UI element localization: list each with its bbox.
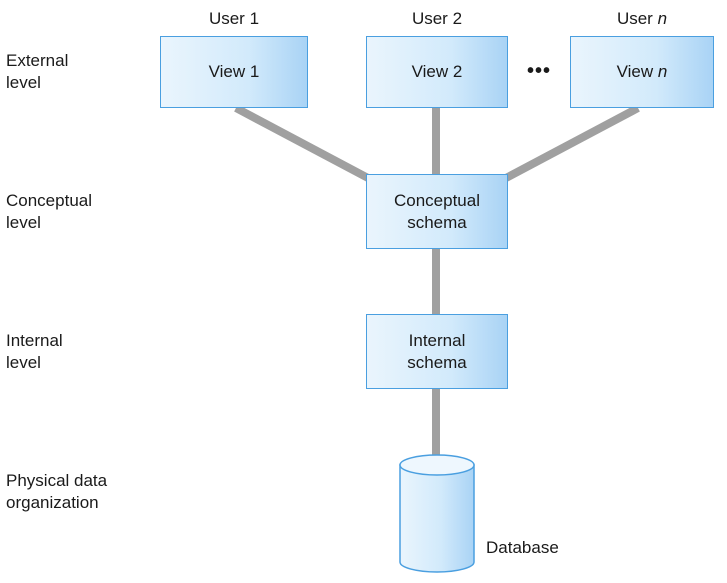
more-views-ellipsis: ••• [527,60,552,82]
conceptual-level-label: Conceptual level [6,191,93,232]
view-2-box: View 2 [366,36,508,108]
internal-schema-box: Internal schema [366,314,508,389]
external-level-label: External level [6,51,69,92]
conceptual-schema-box: Conceptual schema [366,174,508,249]
user-1-label: User 1 [208,9,260,28]
user-n-label: User n [616,9,668,28]
database-label: Database [486,538,559,557]
connector-viewn-conceptual [504,104,640,182]
user-2-label: User 2 [411,9,463,28]
connectors [234,104,640,460]
connector-view1-conceptual [234,104,370,182]
view-n-box: View n [570,36,714,108]
internal-level-label: Internal level [6,331,63,372]
database-cylinder-icon [399,454,475,573]
physical-data-organization-label: Physical data organization [6,471,108,512]
view-1-box: View 1 [160,36,308,108]
